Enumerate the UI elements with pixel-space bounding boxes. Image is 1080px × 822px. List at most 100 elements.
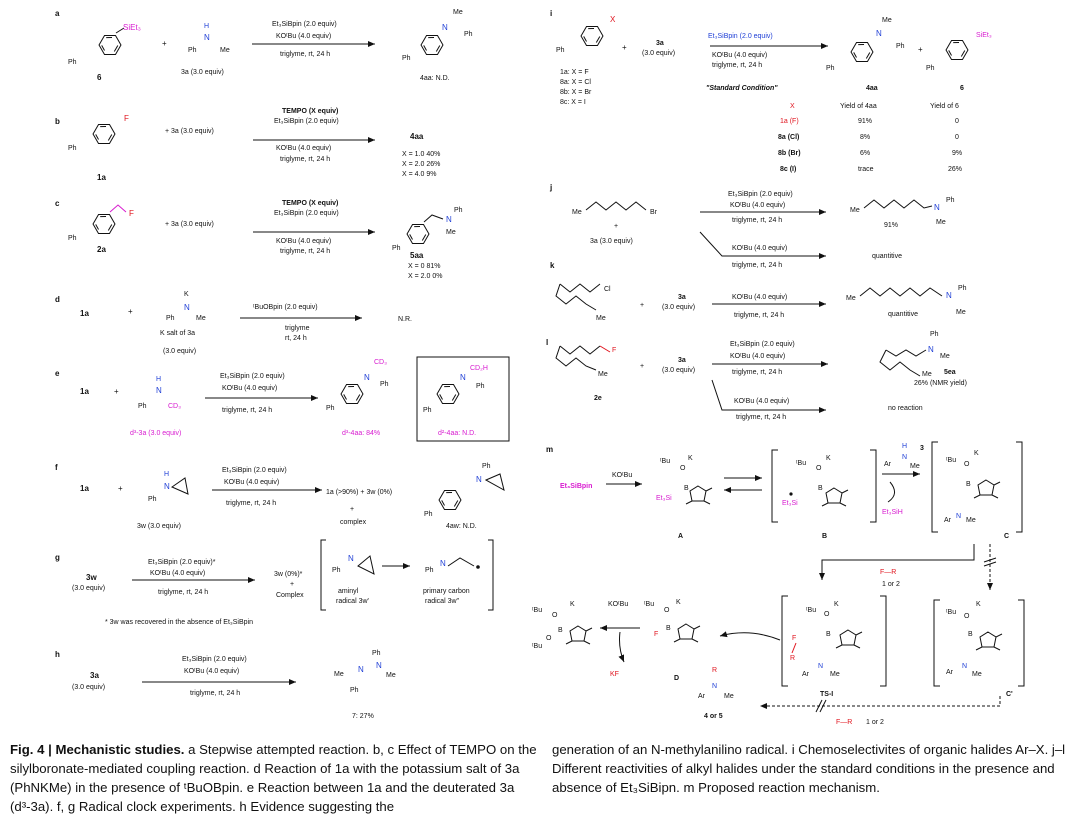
svg-text:Ph: Ph (188, 47, 197, 54)
svg-text:KOᵗBu (4.0 equiv): KOᵗBu (4.0 equiv) (730, 353, 785, 360)
svg-text:H: H (156, 376, 161, 383)
svg-text:F—R: F—R (880, 569, 896, 576)
svg-text:K salt of 3a: K salt of 3a (160, 330, 195, 337)
svg-text:H: H (164, 471, 169, 478)
svg-text:+: + (128, 307, 133, 316)
svg-text:N: N (184, 303, 190, 312)
svg-text:Ph: Ph (926, 65, 935, 72)
svg-text:N: N (376, 661, 382, 670)
svg-text:Et₃SiBpin (2.0 equiv): Et₃SiBpin (2.0 equiv) (730, 341, 795, 348)
svg-text:aminyl: aminyl (338, 588, 359, 595)
svg-text:3w (0%)*: 3w (0%)* (274, 571, 303, 578)
svg-text:N: N (446, 215, 452, 224)
svg-text:X = 1.0 40%: X = 1.0 40% (402, 151, 440, 158)
svg-text:Et₃SiBpin: Et₃SiBpin (560, 483, 592, 490)
svg-text:triglyme, rt, 24 h: triglyme, rt, 24 h (736, 414, 786, 421)
svg-text:N: N (204, 33, 210, 42)
svg-text:Complex: Complex (276, 592, 304, 599)
svg-text:B: B (684, 485, 689, 492)
svg-text:9%: 9% (952, 150, 962, 157)
svg-text:X = 2.0 0%: X = 2.0 0% (408, 273, 442, 280)
svg-text:Ph: Ph (148, 496, 157, 503)
svg-text:triglyme, rt, 24 h: triglyme, rt, 24 h (280, 51, 330, 58)
svg-text:triglyme: triglyme (285, 325, 310, 332)
svg-text:3: 3 (920, 445, 924, 452)
caption-title: Mechanistic studies. (55, 742, 185, 757)
svg-text:KOᵗBu (4.0 equiv): KOᵗBu (4.0 equiv) (734, 398, 789, 405)
svg-text:ᵗBu: ᵗBu (946, 609, 956, 616)
svg-text:ᵗBu: ᵗBu (660, 458, 670, 465)
svg-text:6: 6 (960, 85, 964, 92)
panel-j: j Me Br + 3a (3.0 equiv) Et₃SiBpin (2.0 … (549, 183, 955, 269)
svg-text:Ph: Ph (826, 65, 835, 72)
svg-text:d³-4aa: 84%: d³-4aa: 84% (342, 430, 380, 437)
svg-text:O: O (964, 613, 970, 620)
svg-text:triglyme, rt, 24 h: triglyme, rt, 24 h (732, 369, 782, 376)
panel-i: i X Ph 1a: X = F 8a: X = Cl 8b: X = Br 8… (550, 9, 992, 173)
svg-text:KF: KF (610, 671, 619, 678)
svg-text:Yield of 6: Yield of 6 (930, 103, 959, 110)
svg-text:X = 0 81%: X = 0 81% (408, 263, 441, 270)
svg-text:Et₃SiBpin (2.0 equiv): Et₃SiBpin (2.0 equiv) (274, 118, 339, 125)
svg-text:Ph: Ph (332, 567, 341, 574)
svg-text:Me: Me (724, 693, 734, 700)
svg-text:Ph: Ph (402, 55, 411, 62)
svg-text:Cl: Cl (604, 286, 611, 293)
caption-text-right: generation of an N-methylanilino radical… (552, 742, 1066, 795)
svg-text:O: O (546, 635, 552, 642)
svg-text:K: K (976, 601, 981, 608)
svg-text:ᵗBu: ᵗBu (644, 601, 654, 608)
svg-text:+: + (162, 39, 167, 48)
panel-g: g 3w (3.0 equiv) Et₃SiBpin (2.0 equiv)* … (55, 539, 494, 626)
svg-text:Me: Me (882, 17, 892, 24)
svg-text:1a: X = F: 1a: X = F (560, 69, 589, 76)
svg-text:Ph: Ph (930, 331, 939, 338)
svg-text:N: N (442, 23, 448, 32)
svg-text:Br: Br (650, 209, 658, 216)
svg-text:ᵗBu: ᵗBu (946, 457, 956, 464)
svg-text:H: H (204, 23, 209, 30)
svg-text:N: N (902, 454, 907, 461)
svg-text:Ar: Ar (698, 693, 706, 700)
panel-f: f 1a + H N Ph 3w (3.0 equiv) Et₃SiBpin (… (55, 463, 505, 530)
svg-text:0: 0 (955, 118, 959, 125)
svg-text:O: O (816, 465, 822, 472)
svg-text:k: k (550, 261, 555, 270)
svg-text:O: O (680, 465, 686, 472)
svg-text:N: N (476, 475, 482, 484)
svg-text:KOᵗBu (4.0 equiv): KOᵗBu (4.0 equiv) (184, 668, 239, 675)
svg-text:N: N (818, 663, 823, 670)
svg-text:Ph: Ph (896, 43, 905, 50)
svg-text:1a: 1a (80, 387, 89, 396)
svg-text:(3.0 equiv): (3.0 equiv) (72, 684, 105, 691)
svg-text:N: N (946, 291, 952, 300)
svg-text:j: j (549, 183, 552, 192)
svg-text:"Standard Condition": "Standard Condition" (706, 85, 778, 92)
svg-text:N: N (928, 345, 934, 354)
svg-text:SiEt₃: SiEt₃ (976, 32, 992, 39)
panel-h: h 3a (3.0 equiv) Et₃SiBpin (2.0 equiv) K… (55, 650, 396, 720)
svg-text:d: d (55, 295, 60, 304)
svg-text:Et₃Si: Et₃Si (782, 500, 798, 507)
svg-text:triglyme, rt, 24 h: triglyme, rt, 24 h (734, 312, 784, 319)
svg-text:CD₃: CD₃ (374, 359, 387, 366)
panel-m: m Et₃SiBpin KOᵗBu ᵗBu O K Et₃Si B A ᵗBu … (532, 441, 1025, 726)
svg-text:Ph: Ph (946, 197, 955, 204)
svg-text:5aa: 5aa (410, 251, 424, 260)
svg-text:N: N (460, 373, 466, 382)
svg-text:Ph: Ph (464, 31, 473, 38)
svg-text:Me: Me (922, 371, 932, 378)
svg-text:8b: X = Br: 8b: X = Br (560, 89, 592, 96)
svg-text:O: O (664, 607, 670, 614)
svg-text:2a: 2a (97, 245, 106, 254)
svg-text:N: N (364, 373, 370, 382)
svg-text:Et₃SiBpin (2.0 equiv): Et₃SiBpin (2.0 equiv) (220, 373, 285, 380)
svg-text:Ph: Ph (423, 407, 432, 414)
svg-text:1a: 1a (80, 484, 89, 493)
svg-text:X: X (790, 103, 795, 110)
svg-text:+ 3a (3.0 equiv): + 3a (3.0 equiv) (165, 128, 214, 135)
svg-text:Et₃SiH: Et₃SiH (882, 509, 903, 516)
svg-text:8a (Cl): 8a (Cl) (778, 134, 799, 141)
svg-text:triglyme, rt, 24 h: triglyme, rt, 24 h (732, 262, 782, 269)
svg-text:+: + (350, 506, 354, 513)
